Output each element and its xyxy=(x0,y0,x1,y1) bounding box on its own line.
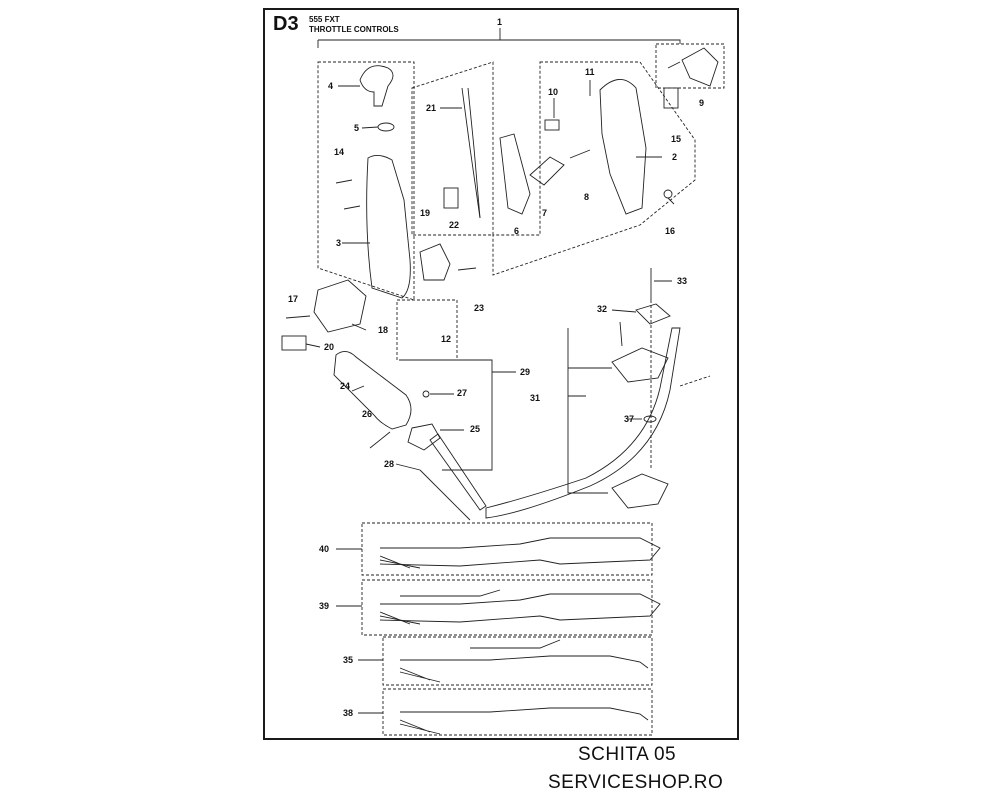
callout-labels: 1234567891011121415161718192021222324252… xyxy=(288,17,704,718)
assembly-38-drawing xyxy=(399,707,649,735)
part-19-lever xyxy=(419,243,451,281)
callout-8: 8 xyxy=(584,192,589,202)
part-4-cap xyxy=(359,65,394,107)
assembly-35-drawing xyxy=(399,639,649,683)
callout-19: 19 xyxy=(420,208,430,218)
part-25-knob xyxy=(407,423,441,451)
screw-group-frame xyxy=(396,299,458,361)
callout-9: 9 xyxy=(699,98,704,108)
part-7-lock xyxy=(529,156,565,186)
part-28-tube xyxy=(429,433,487,511)
callout-31: 31 xyxy=(530,393,540,403)
callout-27: 27 xyxy=(457,388,467,398)
section-title: THROTTLE CONTROLS xyxy=(309,25,399,34)
callout-7: 7 xyxy=(542,208,547,218)
callout-10: 10 xyxy=(548,87,558,97)
callout-24: 24 xyxy=(340,381,350,391)
part-2-handle xyxy=(599,79,647,215)
part-24-grip xyxy=(333,351,412,430)
callout-14: 14 xyxy=(334,147,344,157)
callout-23: 23 xyxy=(474,303,484,313)
part-31-clamp-top xyxy=(611,347,669,383)
part-18-housing xyxy=(313,279,367,333)
callout-22: 22 xyxy=(449,220,459,230)
callout-32: 32 xyxy=(597,304,607,314)
callout-6: 6 xyxy=(514,226,519,236)
callout-20: 20 xyxy=(324,342,334,352)
parts-diagram: 1234567891011121415161718192021222324252… xyxy=(281,17,725,736)
callout-38: 38 xyxy=(343,708,353,718)
handlebar xyxy=(485,327,681,519)
callout-33: 33 xyxy=(677,276,687,286)
assembly-40-drawing xyxy=(379,537,661,569)
callout-39: 39 xyxy=(319,601,329,611)
model-label: 555 FXT xyxy=(309,15,340,24)
callout-1: 1 xyxy=(497,17,502,27)
group-bracket-1 xyxy=(318,39,681,44)
footer-line-1: SCHITA 05 xyxy=(578,744,677,765)
callout-40: 40 xyxy=(319,544,329,554)
callout-12: 12 xyxy=(441,334,451,344)
callout-35: 35 xyxy=(343,655,353,665)
part-32-plate xyxy=(635,303,671,325)
part-21-wires xyxy=(461,87,481,219)
callout-29: 29 xyxy=(520,367,530,377)
callout-25: 25 xyxy=(470,424,480,434)
callout-26: 26 xyxy=(362,409,372,419)
callout-16: 16 xyxy=(665,226,675,236)
clip-group-frame xyxy=(655,43,725,89)
part-6-trigger xyxy=(499,133,531,215)
assembly-38-frame xyxy=(382,688,653,736)
assembly-40-frame xyxy=(361,522,653,576)
callout-37: 37 xyxy=(624,414,634,424)
callout-18: 18 xyxy=(378,325,388,335)
part-3-grip-shell xyxy=(366,155,411,299)
grip-group-frame xyxy=(317,61,415,301)
callout-11: 11 xyxy=(585,67,595,77)
callout-28: 28 xyxy=(384,459,394,469)
callout-3: 3 xyxy=(336,238,341,248)
callout-21: 21 xyxy=(426,103,436,113)
part-31-clamp-bottom xyxy=(611,473,669,509)
part-9-clip xyxy=(681,47,719,87)
diagram-frame xyxy=(263,8,739,740)
section-code: D3 xyxy=(273,13,299,35)
callout-4: 4 xyxy=(328,81,333,91)
callout-5: 5 xyxy=(354,123,359,133)
assembly-39-frame xyxy=(361,579,653,636)
callout-15: 15 xyxy=(671,134,681,144)
callout-2: 2 xyxy=(672,152,677,162)
callout-17: 17 xyxy=(288,294,298,304)
wire-group-frame xyxy=(411,61,494,236)
assembly-35-frame xyxy=(382,636,653,686)
footer-line-2: SERVICESHOP.RO xyxy=(548,772,724,793)
assembly-39-drawing xyxy=(379,589,661,625)
